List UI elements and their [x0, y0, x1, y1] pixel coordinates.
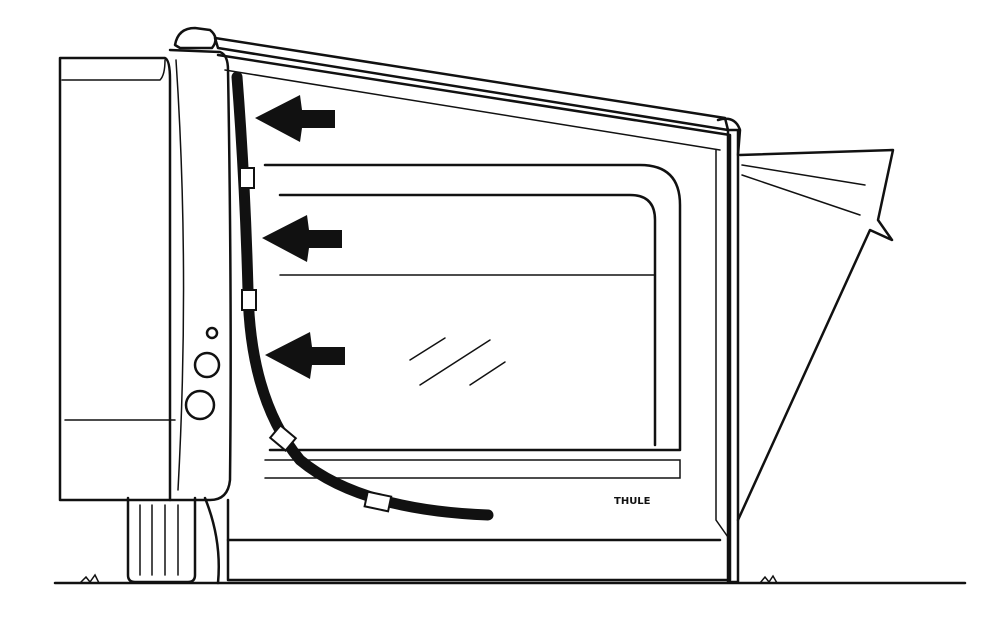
keder-hose: [231, 71, 494, 521]
support-pole: [726, 128, 740, 584]
awning-tent-wall: [216, 53, 732, 582]
arrow-left-icon: [255, 95, 335, 142]
hose-clip: [241, 289, 257, 311]
hose-clip: [239, 167, 255, 189]
thule-logo: THULE: [614, 496, 651, 507]
ground-line: [53, 573, 967, 585]
hose-clip: [363, 490, 393, 513]
arrow-left-icon: [262, 215, 342, 262]
side-flap: [736, 148, 895, 522]
tent-window: [263, 163, 682, 479]
vehicle-rear: [58, 48, 232, 502]
arrow-left-icon: [265, 332, 345, 379]
hose-clip: [268, 424, 298, 452]
vehicle-wheel: [126, 496, 221, 585]
